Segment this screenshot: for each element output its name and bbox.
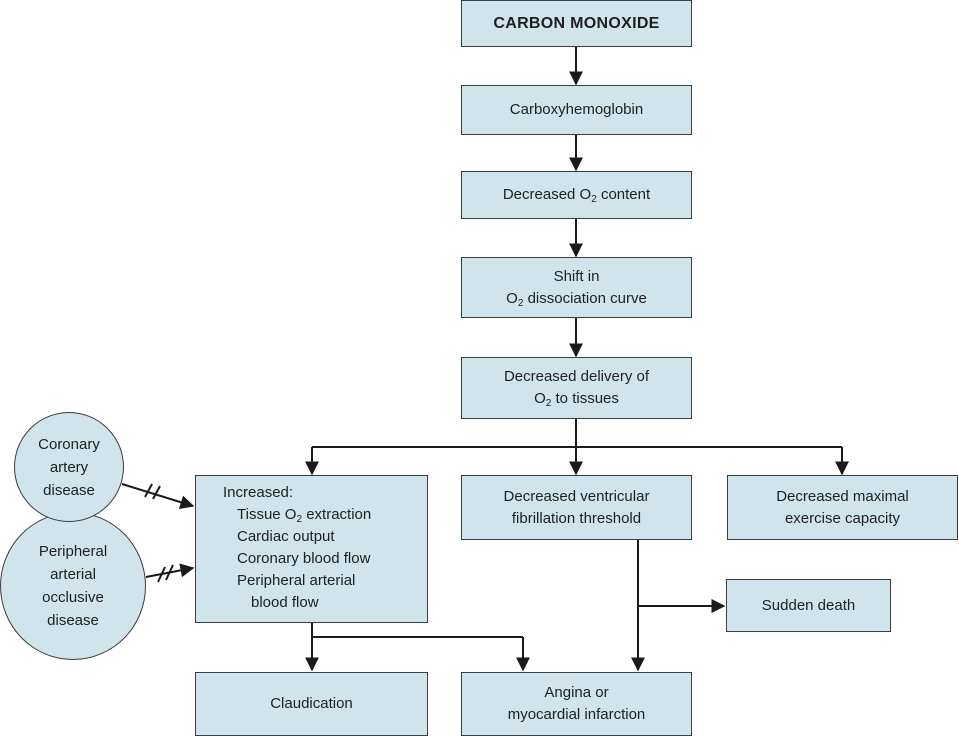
hatch-coronary-1 (144, 483, 153, 498)
shift-line-2: O2 dissociation curve (506, 289, 647, 309)
shift-dissociation-curve-box: Shift in O2 dissociation curve (461, 257, 692, 318)
delivery-line-2: O2 to tissues (534, 390, 619, 409)
carbon-monoxide-box: CARBON MONOXIDE (461, 0, 692, 47)
vf-line-2: fibrillation threshold (511, 509, 642, 527)
carboxyhemoglobin-label: Carboxyhemoglobin (509, 101, 644, 118)
increased-item-peripheral-arterial: Peripheral arterial (237, 572, 356, 589)
claudication-box: Claudication (195, 672, 428, 736)
hatch-coronary-2 (152, 485, 161, 500)
coronary-artery-disease-circle: Coronary artery disease (14, 412, 124, 522)
vf-threshold-box: Decreased ventricular fibrillation thres… (461, 475, 692, 540)
peripheral-line-1: Peripheral (38, 543, 108, 560)
coronary-line-3: disease (43, 481, 95, 499)
peripheral-line-3: occlusive (42, 589, 104, 606)
exercise-line-1: Decreased maximal (776, 487, 909, 505)
exercise-capacity-box: Decreased maximal exercise capacity (727, 475, 958, 540)
hatch-peripheral-2 (165, 564, 174, 581)
increased-item-cardiac-output: Cardiac output (237, 528, 335, 545)
sudden-death-label: Sudden death (761, 596, 856, 614)
vf-line-1: Decreased ventricular (503, 487, 650, 505)
peripheral-arterial-disease-circle: Peripheral arterial occlusive disease (0, 512, 146, 660)
increased-box: Increased: Tissue O2 extraction Cardiac … (195, 475, 428, 623)
hatch-peripheral-1 (157, 566, 166, 583)
decreased-o2-content-box: Decreased O2 content (461, 171, 692, 219)
angina-line-2: myocardial infarction (507, 706, 646, 723)
increased-item-blood-flow: blood flow (251, 594, 319, 611)
delivery-line-1: Decreased delivery of (503, 368, 650, 385)
decreased-o2-content-label: Decreased O2 content (502, 186, 651, 205)
angina-box: Angina or myocardial infarction (461, 672, 692, 736)
carbon-monoxide-label: CARBON MONOXIDE (493, 14, 660, 32)
carboxyhemoglobin-box: Carboxyhemoglobin (461, 85, 692, 135)
increased-heading: Increased: (223, 484, 294, 501)
claudication-label: Claudication (270, 695, 353, 712)
peripheral-line-4: disease (47, 612, 99, 629)
decreased-delivery-box: Decreased delivery of O2 to tissues (461, 357, 692, 419)
exercise-line-2: exercise capacity (784, 509, 901, 527)
angina-line-1: Angina or (544, 684, 609, 701)
coronary-line-2: artery (49, 458, 89, 476)
sudden-death-box: Sudden death (726, 579, 891, 632)
arrow-coronary-to-increased (121, 483, 195, 509)
coronary-line-1: Coronary (38, 435, 100, 453)
shift-line-1: Shift in (553, 267, 600, 285)
peripheral-line-2: arterial (50, 566, 96, 583)
increased-item-tissue-extraction: Tissue O2 extraction (237, 506, 372, 525)
increased-item-coronary-blood-flow: Coronary blood flow (237, 550, 371, 567)
